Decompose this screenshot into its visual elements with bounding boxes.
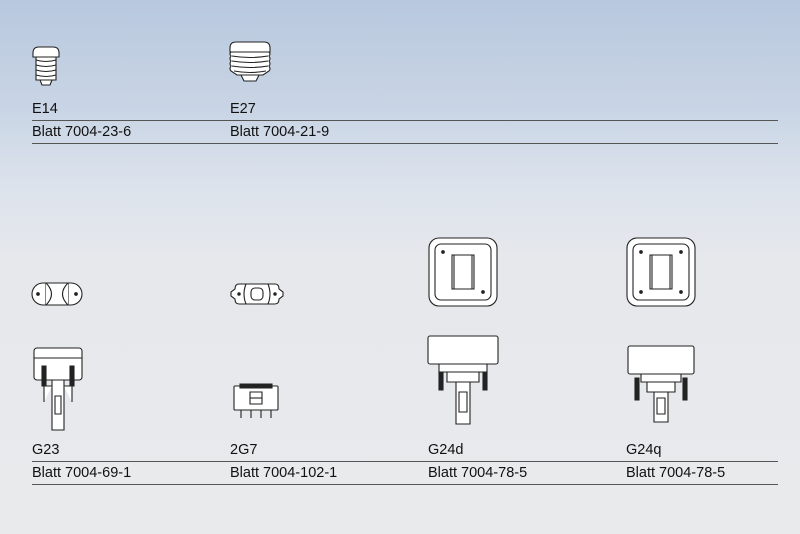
- g24q-sheet: Blatt 7004-78-5: [626, 465, 726, 481]
- row1-rule-bottom: [32, 143, 778, 144]
- g24d-top-view-icon: [427, 236, 499, 308]
- g23-name: G23: [32, 442, 60, 458]
- e27-name: E27: [230, 101, 256, 117]
- e14-name: E14: [32, 101, 58, 117]
- 2g7-sheet: Blatt 7004-102-1: [230, 465, 338, 481]
- row2-rule-bottom: [32, 484, 778, 485]
- g23-top-view-icon: [30, 280, 84, 308]
- g24q-side-view-icon: [625, 344, 697, 430]
- g23-sheet: Blatt 7004-69-1: [32, 465, 132, 481]
- 2g7-name: 2G7: [230, 442, 258, 458]
- g24d-sheet: Blatt 7004-78-5: [428, 465, 528, 481]
- g24q-top-view-icon: [625, 236, 697, 308]
- g24q-name: G24q: [626, 442, 662, 458]
- row2-rule-top: [32, 461, 778, 462]
- e14-sheet: Blatt 7004-23-6: [32, 124, 132, 140]
- e27-sheet: Blatt 7004-21-9: [230, 124, 330, 140]
- row1-rule-top: [32, 120, 778, 121]
- e27-base-icon: [227, 40, 273, 86]
- e14-base-icon: [30, 44, 62, 90]
- 2g7-side-view-icon: [230, 382, 282, 428]
- g24d-name: G24d: [428, 442, 464, 458]
- g23-side-view-icon: [30, 346, 86, 432]
- 2g7-top-view-icon: [229, 280, 285, 308]
- g24d-side-view-icon: [425, 334, 501, 430]
